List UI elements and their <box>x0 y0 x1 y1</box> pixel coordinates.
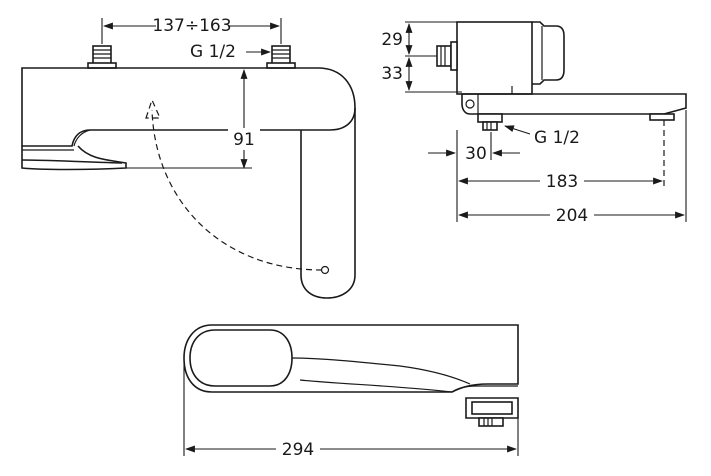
dim-side-length: 204 <box>556 206 588 226</box>
front-connector-left <box>87 45 117 69</box>
side-spout <box>461 93 687 115</box>
front-handle <box>300 108 356 299</box>
top-handle <box>189 329 293 387</box>
dim-side-reach: 183 <box>546 172 578 192</box>
side-view: 29 33 G 1/2 30 183 204 <box>381 21 687 226</box>
dim-front-centers: 137÷163 <box>152 16 231 36</box>
front-connector-right <box>266 45 296 69</box>
top-outlet <box>451 385 519 427</box>
front-view: 137÷163 G 1/2 91 <box>21 14 356 299</box>
side-cap <box>532 21 565 85</box>
dim-side-top: 29 <box>381 30 403 50</box>
dim-front-height: 91 <box>233 130 255 150</box>
label-front-thread: G 1/2 <box>190 42 236 62</box>
label-side-thread: G 1/2 <box>534 128 580 148</box>
side-outlet <box>477 113 503 131</box>
dim-side-offset: 30 <box>465 144 487 164</box>
front-body <box>21 67 356 147</box>
side-inlet <box>436 41 458 71</box>
front-spout <box>21 145 127 171</box>
dim-side-body: 33 <box>381 64 403 84</box>
rotation-arc <box>151 109 323 271</box>
side-body <box>456 21 533 95</box>
top-view: 294 <box>183 324 519 460</box>
top-body <box>183 324 519 393</box>
dim-top-length: 294 <box>282 440 314 460</box>
